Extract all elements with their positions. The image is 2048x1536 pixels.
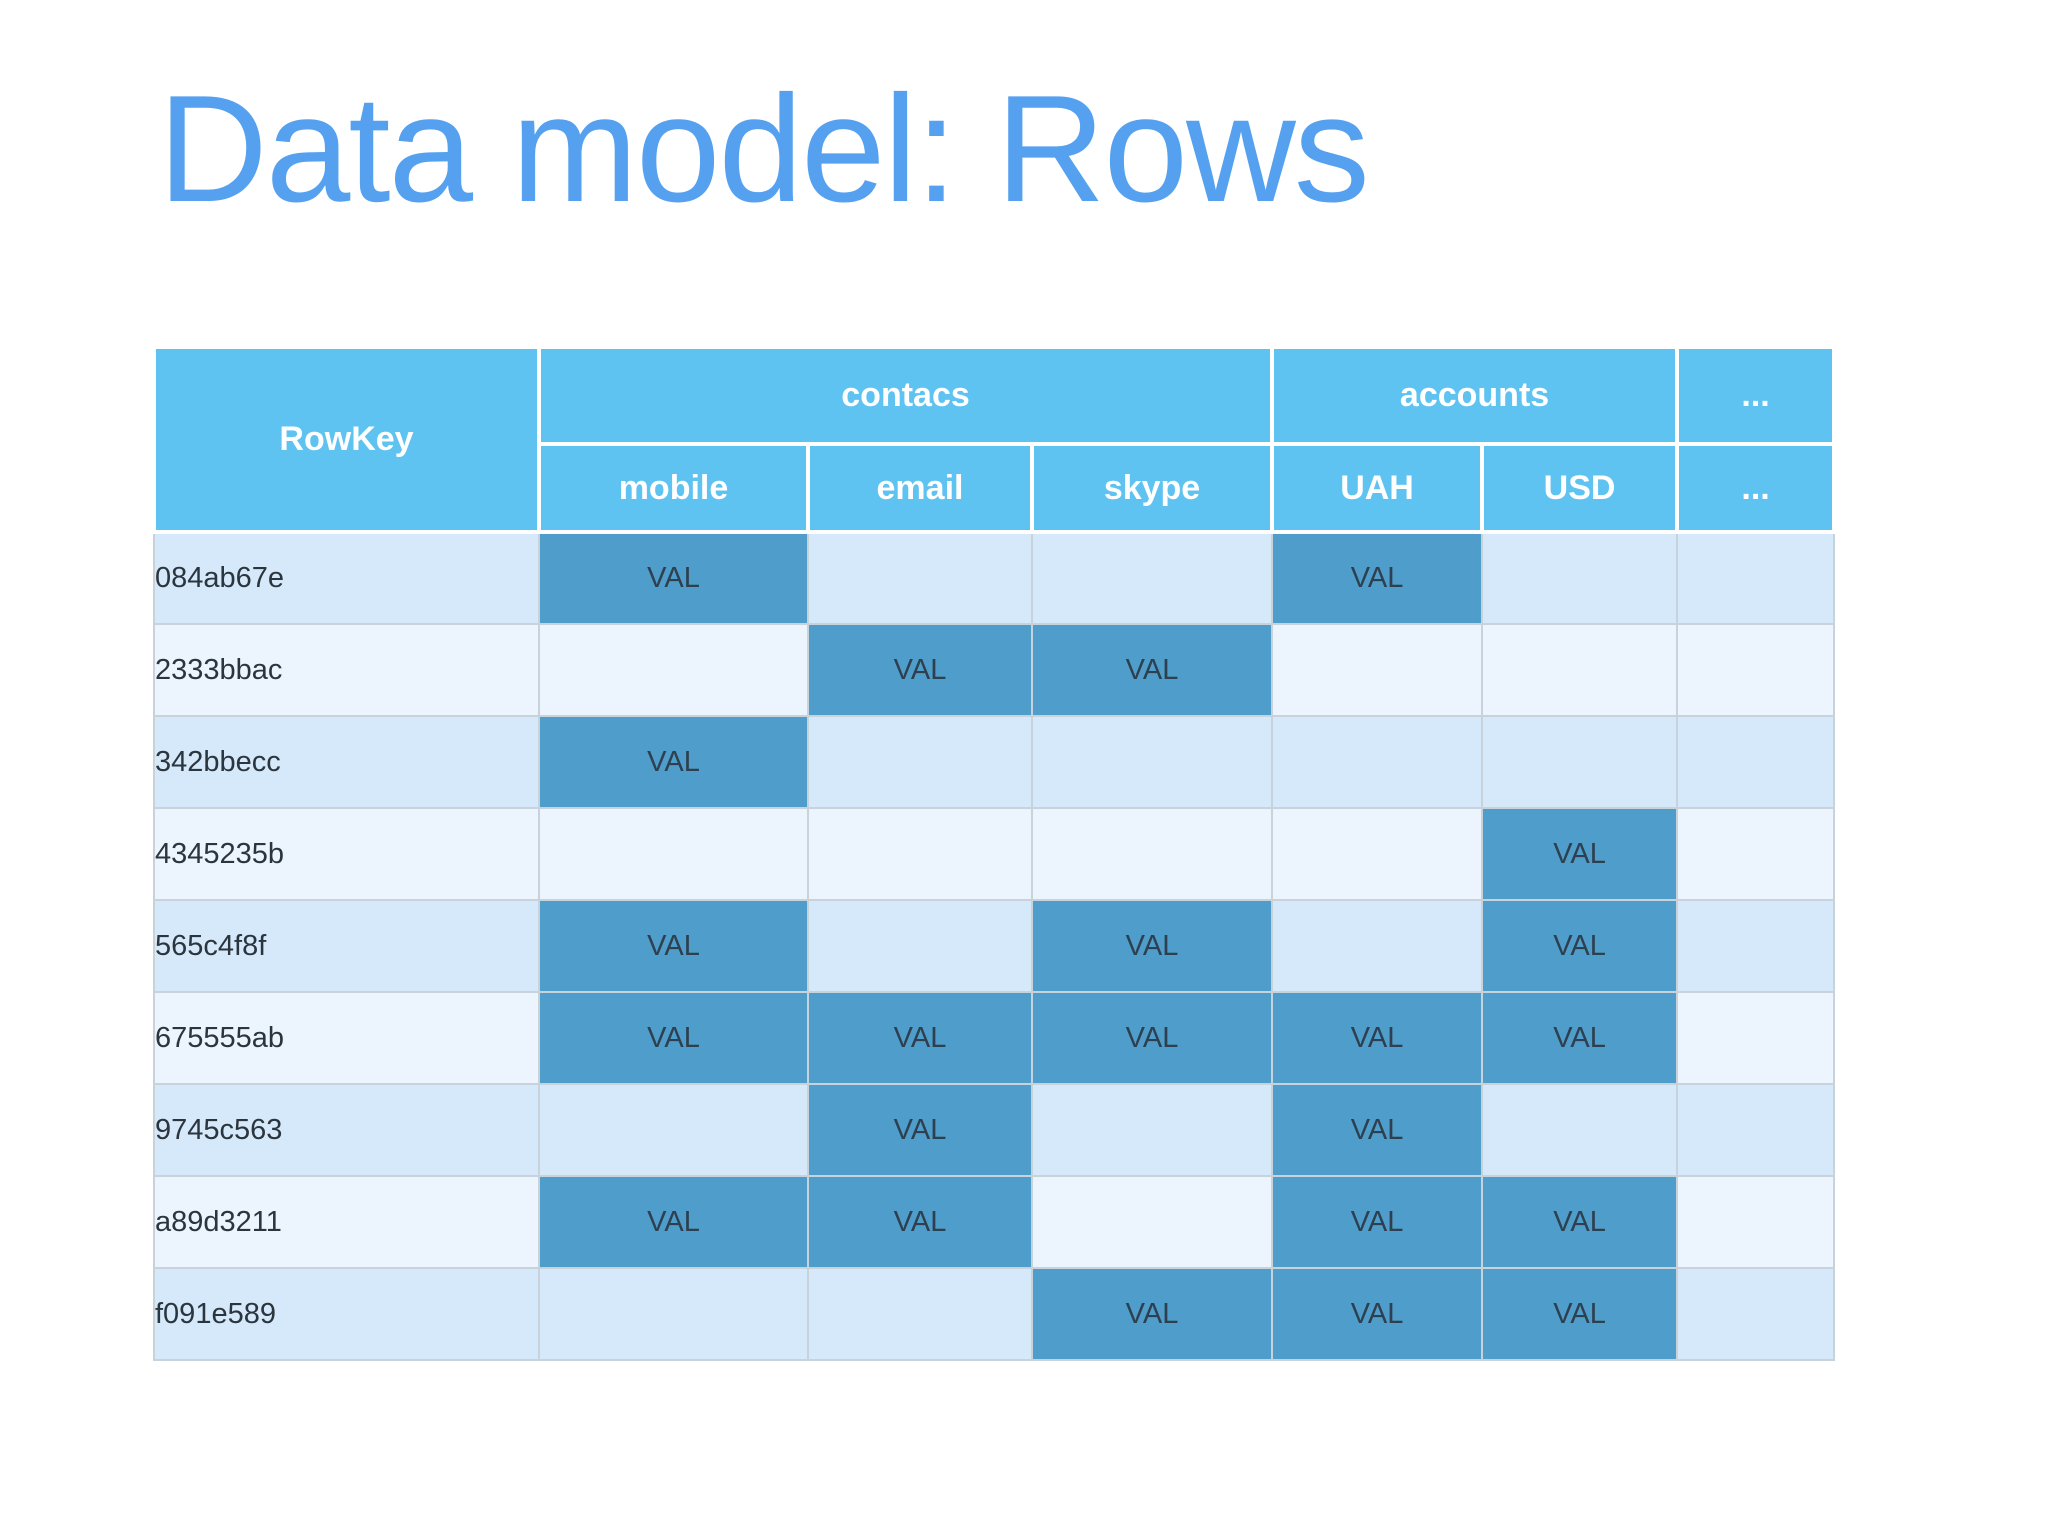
header-cell-rowkey: RowKey bbox=[152, 345, 541, 534]
rowkey-cell: 2333bbac bbox=[153, 623, 540, 717]
rowkey-cell: f091e589 bbox=[153, 1267, 540, 1361]
empty-cell bbox=[1481, 1083, 1679, 1177]
empty-cell bbox=[1271, 623, 1484, 717]
empty-cell bbox=[807, 807, 1033, 901]
rowkey-cell: a89d3211 bbox=[153, 1175, 540, 1269]
empty-cell bbox=[1030, 531, 1274, 625]
value-cell: VAL bbox=[1271, 1267, 1484, 1361]
value-cell: VAL bbox=[1481, 807, 1679, 901]
value-cell: VAL bbox=[1271, 1175, 1484, 1269]
header-cell-skype: skype bbox=[1029, 442, 1275, 534]
header-group-dots: ... bbox=[1675, 345, 1837, 446]
empty-cell bbox=[1481, 715, 1679, 809]
empty-cell bbox=[538, 807, 809, 901]
value-cell: VAL bbox=[1271, 531, 1484, 625]
value-cell: VAL bbox=[1030, 1267, 1274, 1361]
value-cell: VAL bbox=[807, 1175, 1033, 1269]
empty-cell bbox=[807, 715, 1033, 809]
slide-title: Data model: Rows bbox=[158, 64, 1370, 234]
rowkey-cell: 675555ab bbox=[153, 991, 540, 1085]
empty-cell bbox=[1481, 531, 1679, 625]
empty-cell bbox=[1271, 807, 1484, 901]
value-cell: VAL bbox=[807, 991, 1033, 1085]
empty-cell bbox=[1676, 1175, 1836, 1269]
empty-cell bbox=[538, 623, 809, 717]
header-cell-uah: UAH bbox=[1270, 442, 1485, 534]
value-cell: VAL bbox=[1481, 1175, 1679, 1269]
value-cell: VAL bbox=[538, 1175, 809, 1269]
header-group-contacs: contacs bbox=[536, 345, 1275, 446]
rowkey-cell: 4345235b bbox=[153, 807, 540, 901]
empty-cell bbox=[1271, 899, 1484, 993]
value-cell: VAL bbox=[1030, 623, 1274, 717]
value-cell: VAL bbox=[1481, 991, 1679, 1085]
value-cell: VAL bbox=[1271, 1083, 1484, 1177]
empty-cell bbox=[1676, 899, 1836, 993]
empty-cell bbox=[538, 1267, 809, 1361]
value-cell: VAL bbox=[807, 1083, 1033, 1177]
empty-cell bbox=[1481, 623, 1679, 717]
empty-cell bbox=[1030, 1175, 1274, 1269]
rowkey-cell: 9745c563 bbox=[153, 1083, 540, 1177]
header-group-accounts: accounts bbox=[1270, 345, 1680, 446]
value-cell: VAL bbox=[1030, 899, 1274, 993]
empty-cell bbox=[1030, 807, 1274, 901]
header-cell-mobile: mobile bbox=[537, 442, 810, 534]
value-cell: VAL bbox=[538, 991, 809, 1085]
empty-cell bbox=[1676, 1083, 1836, 1177]
value-cell: VAL bbox=[1030, 991, 1274, 1085]
empty-cell bbox=[538, 1083, 809, 1177]
value-cell: VAL bbox=[538, 715, 809, 809]
value-cell: VAL bbox=[1271, 991, 1484, 1085]
rowkey-cell: 084ab67e bbox=[153, 531, 540, 625]
empty-cell bbox=[1676, 623, 1836, 717]
header-cell-dots: ... bbox=[1675, 442, 1837, 534]
empty-cell bbox=[1271, 715, 1484, 809]
value-cell: VAL bbox=[807, 623, 1033, 717]
value-cell: VAL bbox=[538, 899, 809, 993]
table-row: 9745c563 VAL VAL bbox=[153, 1083, 1836, 1177]
header-cell-email: email bbox=[806, 442, 1034, 534]
empty-cell bbox=[1676, 807, 1836, 901]
empty-cell bbox=[1030, 715, 1274, 809]
value-cell: VAL bbox=[1481, 899, 1679, 993]
empty-cell bbox=[807, 531, 1033, 625]
rowkey-cell: 342bbecc bbox=[153, 715, 540, 809]
empty-cell bbox=[1676, 531, 1836, 625]
empty-cell bbox=[1676, 1267, 1836, 1361]
value-cell: VAL bbox=[538, 531, 809, 625]
empty-cell bbox=[1676, 715, 1836, 809]
empty-cell bbox=[1030, 1083, 1274, 1177]
value-cell: VAL bbox=[1481, 1267, 1679, 1361]
empty-cell bbox=[1676, 991, 1836, 1085]
empty-cell bbox=[807, 1267, 1033, 1361]
rowkey-cell: 565c4f8f bbox=[153, 899, 540, 993]
table-row: 4345235b VAL bbox=[153, 807, 1836, 901]
empty-cell bbox=[807, 899, 1033, 993]
header-cell-usd: USD bbox=[1480, 442, 1680, 534]
